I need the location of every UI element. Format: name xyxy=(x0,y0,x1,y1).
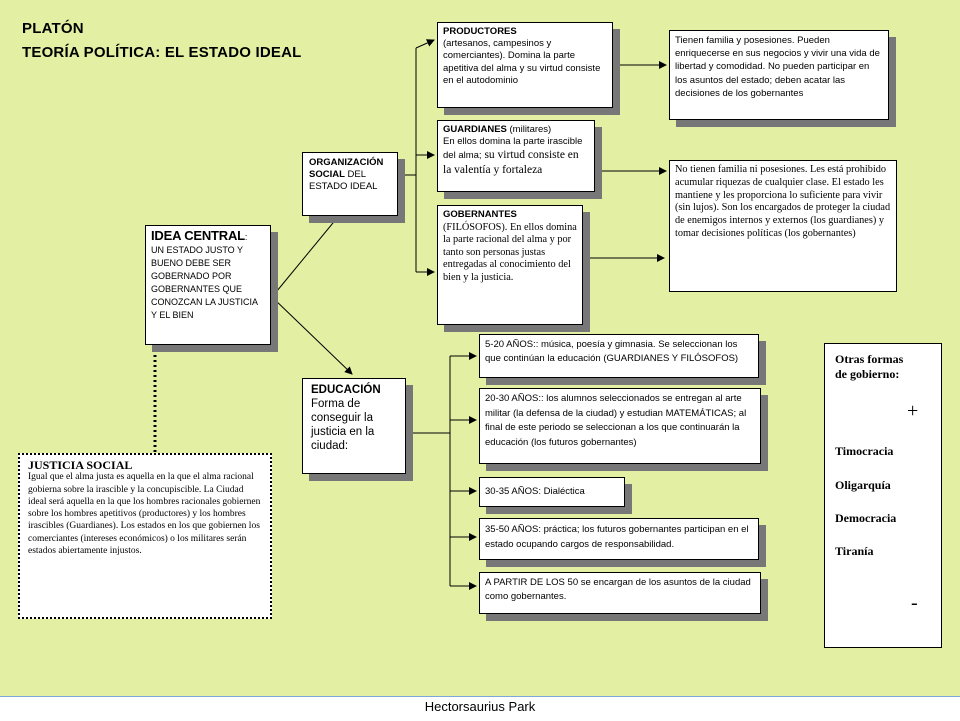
productores-heading: PRODUCTORES xyxy=(443,26,517,37)
etapa-1-box: 5-20 AÑOS:: música, poesía y gimnasia. S… xyxy=(479,334,759,378)
guardianes-desc-box: No tienen familia ni posesiones. Les est… xyxy=(669,160,897,292)
guardianes-box: GUARDIANES (militares) En ellos domina l… xyxy=(437,120,595,192)
organizacion-box: ORGANIZACIÓN SOCIAL DEL ESTADO IDEAL xyxy=(302,152,398,216)
productores-desc: Tienen familia y posesiones. Pueden enri… xyxy=(675,35,880,99)
forma-tirania: Tiranía xyxy=(835,544,874,558)
educacion-heading: EDUCACIÓN xyxy=(311,384,381,396)
footer: Hectorsaurius Park xyxy=(0,696,960,721)
etapa-2-text: 20-30 AÑOS:: los alumnos seleccionados s… xyxy=(485,393,747,448)
idea-central-colon: : xyxy=(244,232,248,242)
minus-sign: - xyxy=(911,592,918,614)
forma-oligarquia: Oligarquía xyxy=(835,478,891,492)
plus-sign: + xyxy=(907,400,919,422)
title-line-2: TEORÍA POLÍTICA: EL ESTADO IDEAL xyxy=(22,44,302,61)
etapa-3-text: 30-35 AÑOS: Dialéctica xyxy=(485,486,585,497)
bracket-classes xyxy=(400,48,417,272)
idea-central-heading: IDEA CENTRAL xyxy=(151,228,245,243)
etapa-1-text: 5-20 AÑOS:: música, poesía y gimnasia. S… xyxy=(485,339,739,364)
forma-timocracia: Timocracia xyxy=(835,444,894,458)
educacion-box: EDUCACIÓN Forma de conseguir la justicia… xyxy=(302,378,406,474)
etapa-4-box: 35-50 AÑOS: práctica; los futuros gobern… xyxy=(479,518,759,560)
gobernantes-text: (FILÓSOFOS). En ellos domina la parte ra… xyxy=(443,221,577,283)
educacion-text: Forma de conseguir la justicia en la ciu… xyxy=(311,398,375,452)
etapa-4-text: 35-50 AÑOS: práctica; los futuros gobern… xyxy=(485,524,749,550)
guardianes-heading: GUARDIANES xyxy=(443,124,507,135)
guardianes-virtud: su virtud consiste en la valentía y fort… xyxy=(443,149,579,176)
productores-box: PRODUCTORES (artesanos, campesinos y com… xyxy=(437,22,613,108)
etapa-5-text: A PARTIR DE LOS 50 se encargan de los as… xyxy=(485,577,751,602)
title-line-1: PLATÓN xyxy=(22,20,84,37)
organizacion-rest: DEL ESTADO IDEAL xyxy=(309,169,378,193)
arrow-to-organizacion xyxy=(271,211,343,298)
justicia-social-box: JUSTICIA SOCIAL Igual que el alma justa … xyxy=(18,453,272,619)
guardianes-desc: No tienen familia ni posesiones. Les est… xyxy=(675,164,891,239)
otras-formas-box: Otras formas de gobierno: + Timocracia O… xyxy=(824,343,942,648)
etapa-2-box: 20-30 AÑOS:: los alumnos seleccionados s… xyxy=(479,388,761,464)
gobernantes-box: GOBERNANTES (FILÓSOFOS). En ellos domina… xyxy=(437,205,583,325)
guardianes-paren: (militares) xyxy=(506,124,552,135)
arrow-to-educacion xyxy=(271,296,353,375)
idea-central-box: IDEA CENTRAL: UN ESTADO JUSTO Y BUENO DE… xyxy=(145,225,271,345)
productores-text: (artesanos, campesinos y comerciantes). … xyxy=(443,38,601,86)
productores-desc-box: Tienen familia y posesiones. Pueden enri… xyxy=(669,30,889,120)
arrow-to-productores xyxy=(415,39,435,49)
organizacion-heading: ORGANIZACIÓN SOCIAL xyxy=(309,157,384,181)
etapa-5-box: A PARTIR DE LOS 50 se encargan de los as… xyxy=(479,572,761,614)
idea-central-text: UN ESTADO JUSTO Y BUENO DEBE SER GOBERNA… xyxy=(151,245,258,320)
guardianes-text: En ellos domina la parte irascible del a… xyxy=(443,136,583,162)
justicia-social-heading: JUSTICIA SOCIAL xyxy=(28,458,133,472)
bracket-etapas xyxy=(408,356,451,586)
etapa-3-box: 30-35 AÑOS: Dialéctica xyxy=(479,477,625,507)
forma-democracia: Democracia xyxy=(835,511,897,525)
justicia-social-text: Igual que el alma justa es aquella en la… xyxy=(28,472,261,557)
gobernantes-heading: GOBERNANTES xyxy=(443,209,517,220)
otras-formas-title: Otras formas de gobierno: xyxy=(835,352,904,381)
